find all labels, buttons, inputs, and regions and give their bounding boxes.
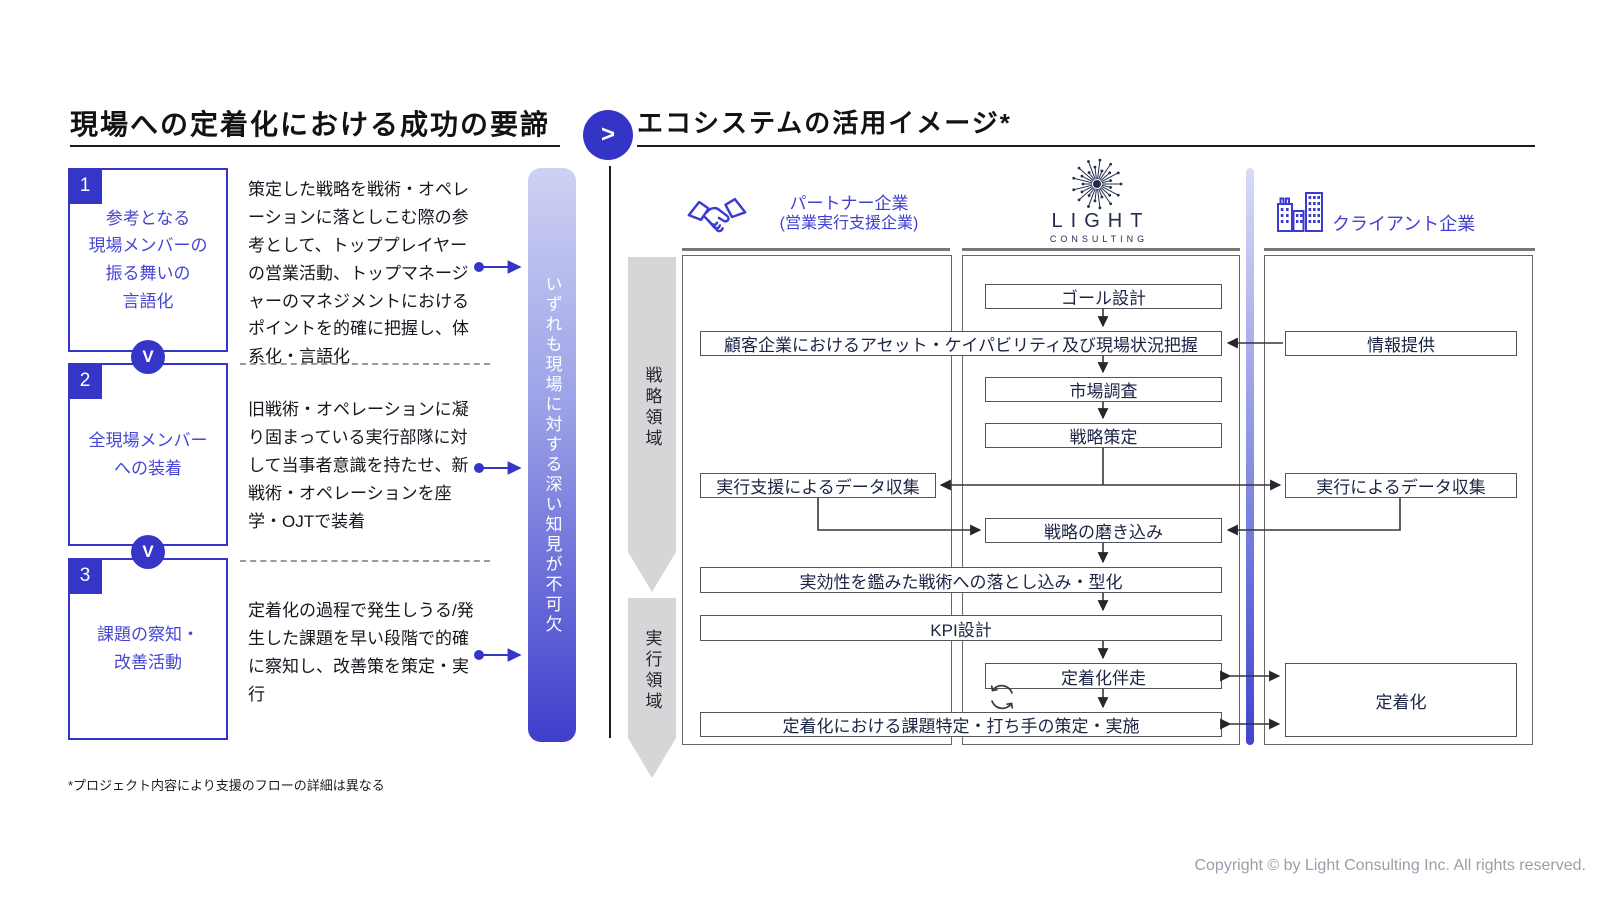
flow-box-tactics: 実効性を鑑みた戦術への落とし込み・型化 xyxy=(700,567,1222,593)
handshake-icon xyxy=(687,197,747,233)
step-description-3: 定着化の過程で発生しうる/発生した課題を早い段階で的確に察知し、改善策を策定・実… xyxy=(248,601,474,704)
step-number-badge: 2 xyxy=(68,363,102,399)
right-title-rule xyxy=(637,145,1535,147)
step-description-1: 策定した戦略を戦術・オペレーションに落としこむ際の参考として、トッププレイヤーの… xyxy=(248,180,469,367)
flow-box-client-data: 実行によるデータ収集 xyxy=(1285,473,1517,498)
execution-domain-band: 実行領域 xyxy=(628,598,676,778)
key-message-text: いずれも現場に対する深い知見が不可欠 xyxy=(542,275,562,635)
flow-box-market-research: 市場調査 xyxy=(985,377,1222,402)
chevron-down-icon: V xyxy=(131,340,165,374)
partner-label-line2: (営業実行支援企業) xyxy=(779,215,919,233)
key-message-bar: いずれも現場に対する深い知見が不可欠 xyxy=(528,168,576,742)
step-description-2: 旧戦術・オペレーションに凝り固まっている実行部隊に対して当事者意識を持たせ、新戦… xyxy=(248,400,469,531)
right-section-title: エコシステムの活用イメージ* xyxy=(637,108,1012,138)
partner-header-rule xyxy=(682,248,950,251)
buildings-icon xyxy=(1277,192,1323,232)
partner-column-header: パートナー企業 (営業実行支援企業) xyxy=(748,193,950,234)
step-box-3: 3 課題の察知・ 改善活動 xyxy=(68,558,228,740)
dashed-separator xyxy=(240,560,490,562)
footnote: *プロジェクト内容により支援のフローの詳細は異なる xyxy=(68,778,385,793)
flow-box-goal-design: ゴール設計 xyxy=(985,284,1222,309)
light-logo-subtitle: CONSULTING xyxy=(1049,234,1149,244)
copyright-text: Copyright © by Light Consulting Inc. All… xyxy=(1194,857,1586,874)
step-number-badge: 3 xyxy=(68,558,102,594)
flow-box-adoption-support: 定着化伴走 xyxy=(985,663,1222,689)
flow-box-partner-data: 実行支援によるデータ収集 xyxy=(700,473,936,498)
light-logo-wordmark: LIGHT xyxy=(1051,210,1151,232)
left-title-rule xyxy=(70,145,560,147)
step-number-badge: 1 xyxy=(68,168,102,204)
band-label: 実行領域 xyxy=(642,629,662,713)
flow-box-info-provision: 情報提供 xyxy=(1285,331,1517,356)
chevron-right-icon: > xyxy=(583,110,633,160)
left-section-title: 現場への定着化における成功の要諦 xyxy=(70,109,551,140)
partner-label-line1: パートナー企業 xyxy=(789,194,909,213)
strategy-domain-band: 戦略領域 xyxy=(628,257,676,592)
cycle-refresh-icon xyxy=(990,684,1014,710)
partner-container xyxy=(682,255,952,745)
chevron-down-icon: V xyxy=(131,535,165,569)
band-label: 戦略領域 xyxy=(642,365,662,450)
step-label: 全現場メンバー への装着 xyxy=(88,430,208,478)
dashed-separator xyxy=(240,363,490,365)
flow-box-strategy: 戦略策定 xyxy=(985,423,1222,448)
flow-box-issue-actions: 定着化における課題特定・打ち手の策定・実施 xyxy=(700,712,1222,737)
flow-box-asset-grasp: 顧客企業におけるアセット・ケイパビリティ及び現場状況把握 xyxy=(700,331,1222,356)
light-header-rule xyxy=(962,248,1240,251)
flow-box-adoption: 定着化 xyxy=(1285,663,1517,737)
step-label: 課題の察知・ 改善活動 xyxy=(97,625,199,672)
flow-box-strategy-refine: 戦略の磨き込み xyxy=(985,518,1222,543)
client-header-rule xyxy=(1264,248,1535,251)
light-client-divider-bar xyxy=(1246,168,1254,745)
flow-box-kpi-design: KPI設計 xyxy=(700,615,1222,641)
step-label: 参考となる 現場メンバーの 振る舞いの 言語化 xyxy=(88,208,208,311)
client-column-header: クライアント企業 xyxy=(1332,214,1476,234)
step-box-1: 1 参考となる 現場メンバーの 振る舞いの 言語化 xyxy=(68,168,228,352)
light-consulting-logo-starburst-icon xyxy=(1072,158,1123,210)
panel-divider-line xyxy=(609,166,611,738)
step-box-2: 2 全現場メンバー への装着 xyxy=(68,363,228,546)
